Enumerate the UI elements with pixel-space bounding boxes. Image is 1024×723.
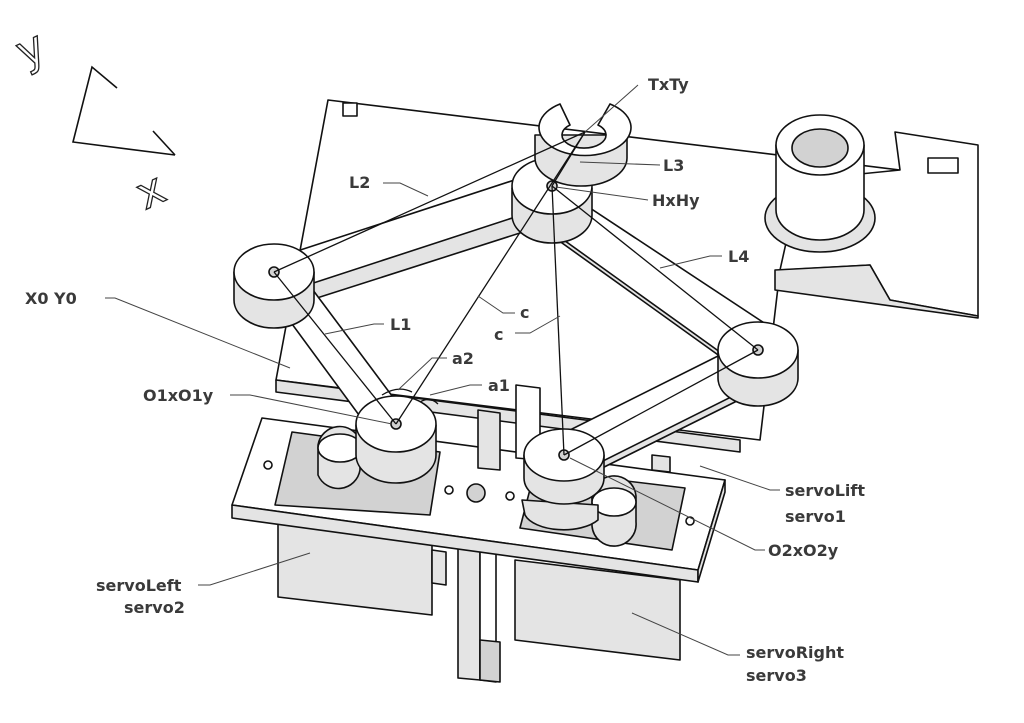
angle-a2-arc xyxy=(381,388,413,396)
leader-l4 xyxy=(659,255,722,269)
left-servo-horn xyxy=(317,425,363,490)
x-axis-arrowhead xyxy=(152,130,176,156)
label-l2: L2 xyxy=(349,173,370,192)
label-l1: L1 xyxy=(390,315,411,334)
axis-y-label: y xyxy=(8,21,53,78)
line-l3-lower xyxy=(563,349,759,456)
line-l3 xyxy=(551,131,586,187)
bracket-slot xyxy=(927,157,959,174)
bracket-ledge xyxy=(774,264,979,319)
pen-holder xyxy=(534,103,632,187)
right-servo-horn xyxy=(521,475,637,547)
labels: TxTy L3 HxHy L2 L4 X0 Y0 L1 c c a2 a1 O1… xyxy=(25,75,865,685)
leader-a2 xyxy=(397,357,447,391)
mount-hole-2 xyxy=(444,485,454,495)
post-tab xyxy=(431,549,447,586)
label-servoright-line1: servoRight xyxy=(746,643,844,662)
spool-cylinder xyxy=(764,114,876,253)
label-servolift-line1: servoLift xyxy=(785,481,865,500)
small-tab xyxy=(651,454,671,473)
pen-holder-top xyxy=(538,103,632,157)
mount-plate-side xyxy=(697,479,726,583)
right-horn-top xyxy=(591,487,637,517)
servo-right-body xyxy=(514,559,681,661)
label-a2: a2 xyxy=(452,349,474,368)
label-servoleft-line1: servoLeft xyxy=(96,576,182,595)
label-servoleft-line2: servo2 xyxy=(124,598,185,617)
line-l1 xyxy=(273,271,397,425)
spool-bore xyxy=(791,128,849,168)
label-a1: a1 xyxy=(488,376,510,395)
joint-o1 xyxy=(355,395,437,484)
right-horn-base xyxy=(521,499,599,531)
angle-a1-arc xyxy=(419,398,439,405)
leader-l1 xyxy=(324,323,384,335)
line-l2-extended xyxy=(273,131,586,273)
label-hxhy: HxHy xyxy=(652,191,700,210)
leader-c-lower xyxy=(515,315,561,334)
label-txty: TxTy xyxy=(648,75,689,94)
label-o1: O1xO1y xyxy=(143,386,214,405)
label-servolift-line2: servo1 xyxy=(785,507,846,526)
construction-lines xyxy=(273,131,759,456)
leader-lines xyxy=(105,84,780,656)
mount-hole-center xyxy=(466,483,486,503)
leader-a1 xyxy=(429,384,482,396)
joint-right xyxy=(717,321,799,407)
axis-x-label: x xyxy=(128,163,173,220)
mount-hole-3 xyxy=(505,491,515,501)
label-l4: L4 xyxy=(728,247,749,266)
label-o2: O2xO2y xyxy=(768,541,839,560)
leader-l3 xyxy=(579,161,661,166)
post-foot xyxy=(479,639,501,683)
line-c-left xyxy=(395,131,586,425)
servo-right-box xyxy=(514,559,681,661)
leader-x0y0 xyxy=(105,297,291,369)
mount-hole-1 xyxy=(263,460,273,470)
leader-o2 xyxy=(569,457,765,551)
leader-servoright xyxy=(631,612,740,656)
label-x0y0: X0 Y0 xyxy=(25,289,77,308)
joint-x0y0 xyxy=(233,243,315,329)
axis-lines xyxy=(72,65,176,156)
leader-servoleft xyxy=(198,552,311,586)
label-c-upper: c xyxy=(520,303,529,322)
label-c-lower: c xyxy=(494,325,503,344)
axes-indicator: y x xyxy=(7,20,176,221)
leader-o1 xyxy=(230,394,393,425)
leader-servolift xyxy=(699,465,780,491)
leader-hxhy xyxy=(555,186,649,201)
center-standoff xyxy=(477,409,501,471)
leader-txty xyxy=(584,84,639,133)
leader-l2 xyxy=(383,182,429,197)
label-servoright-line2: servo3 xyxy=(746,666,807,685)
line-c-right xyxy=(551,185,565,456)
leader-c-upper xyxy=(477,295,515,314)
label-l3: L3 xyxy=(663,156,684,175)
line-l4 xyxy=(551,185,759,351)
plate-corner-notch xyxy=(342,102,358,117)
